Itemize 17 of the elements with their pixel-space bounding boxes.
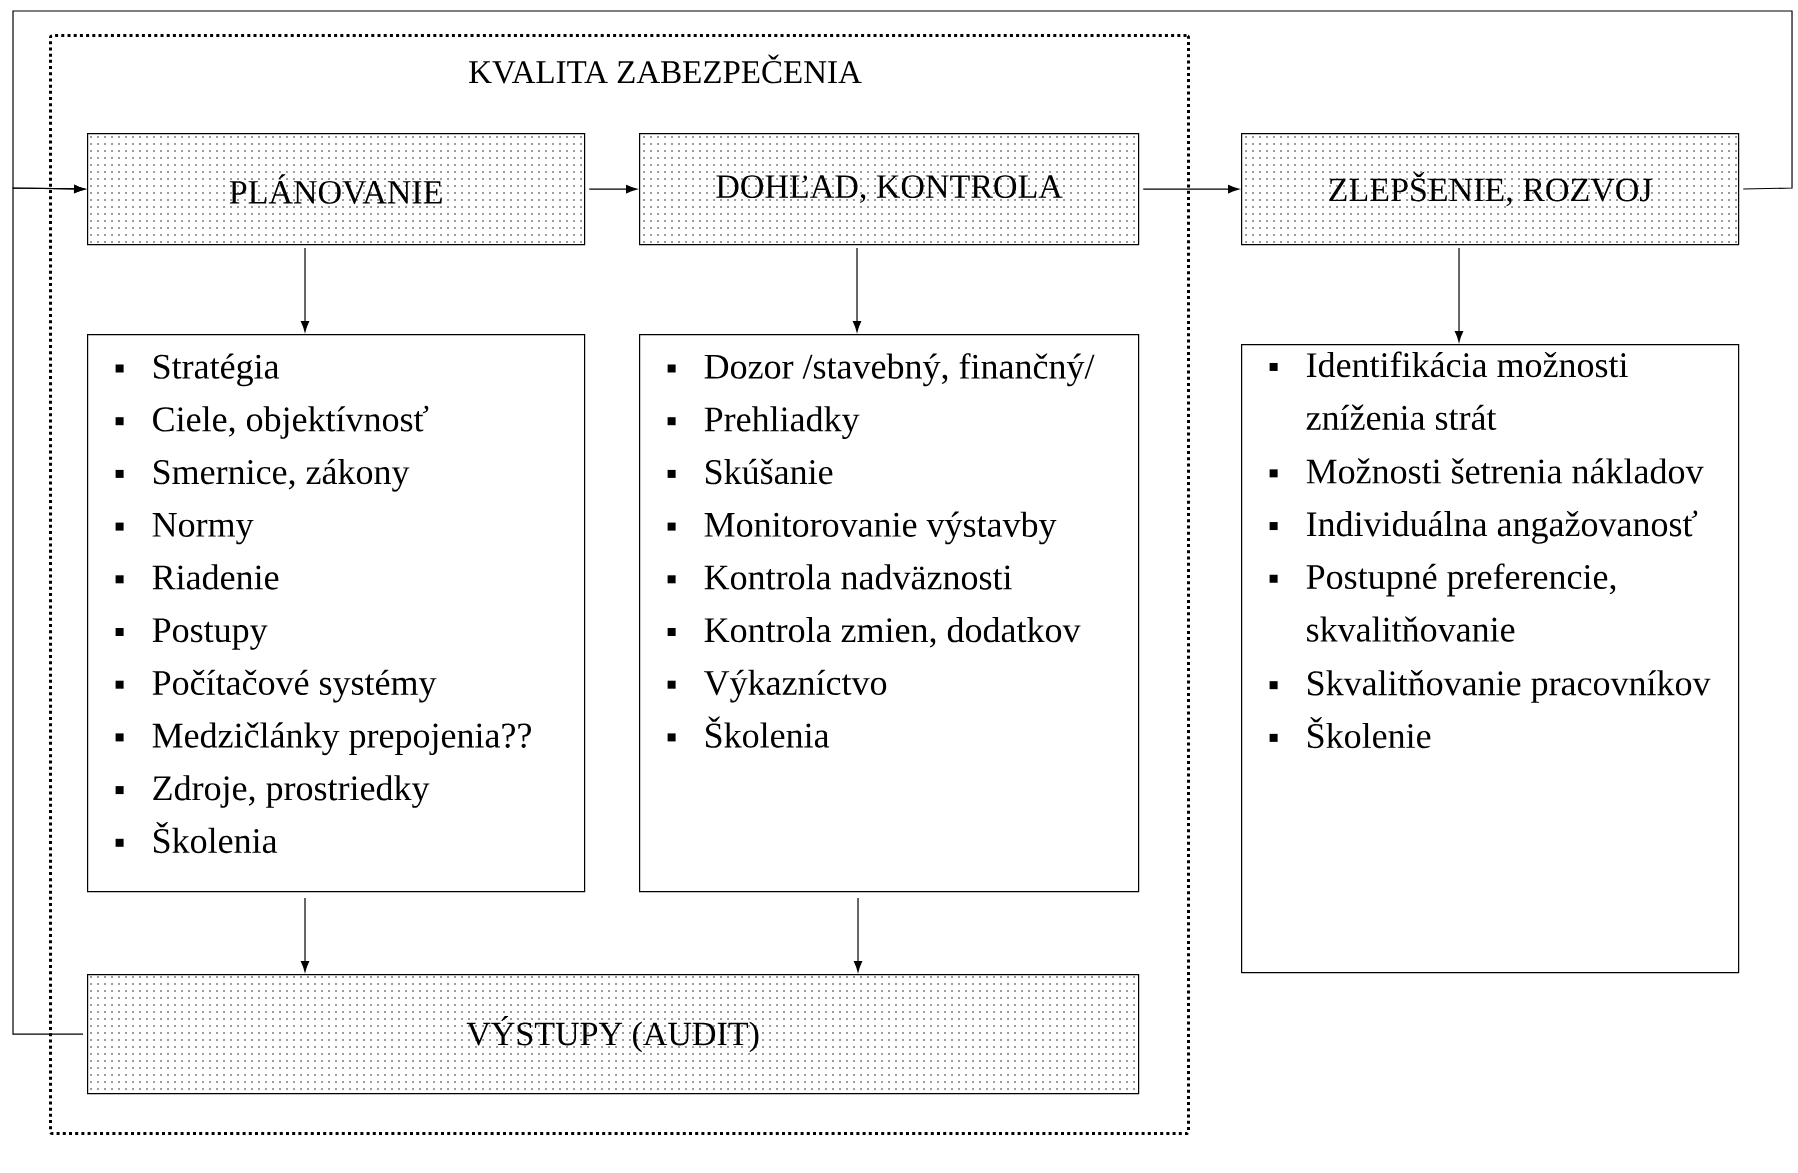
list-box: Stratégia Ciele, objektívnosť Smernice, zákony Normy Riadenie Postupy Počítačové systémy Medzičlánky prepojenia?? Zdroje, prostriedky Školenia xyxy=(87,334,586,893)
arrow xyxy=(300,897,310,972)
arrow xyxy=(300,247,310,332)
list-box: Dozor /stavebný, finančný/ Prehliadky Skúšanie Monitorovanie výstavby Kontrola nadväznosti Kontrola zmien, dodatkov Výkazníctvo Školenia xyxy=(639,334,1140,893)
process-box: VÝSTUPY (AUDIT) xyxy=(87,974,1140,1095)
process-box: DOHĽAD, KONTROLA xyxy=(639,133,1140,246)
list-box: Identifikácia možnosti zníženia strát Možnosti šetrenia nákladov Individuálna angažovanosť Postupné preferencie, skvalitňovanie Skvalitňovanie pracovníkov Školenie xyxy=(1241,344,1740,974)
arrow xyxy=(12,10,1793,193)
arrow xyxy=(12,184,85,1035)
arrow xyxy=(852,247,862,332)
process-box: PLÁNOVANIE xyxy=(87,133,586,246)
process-box: ZLEPŠENIE, ROZVOJ xyxy=(1241,133,1740,246)
frame-heading: KVALITA ZABEZPEČENIA xyxy=(469,54,862,84)
arrow xyxy=(1454,247,1464,342)
arrow xyxy=(588,185,637,194)
arrow xyxy=(1142,185,1239,194)
arrow xyxy=(853,897,863,972)
